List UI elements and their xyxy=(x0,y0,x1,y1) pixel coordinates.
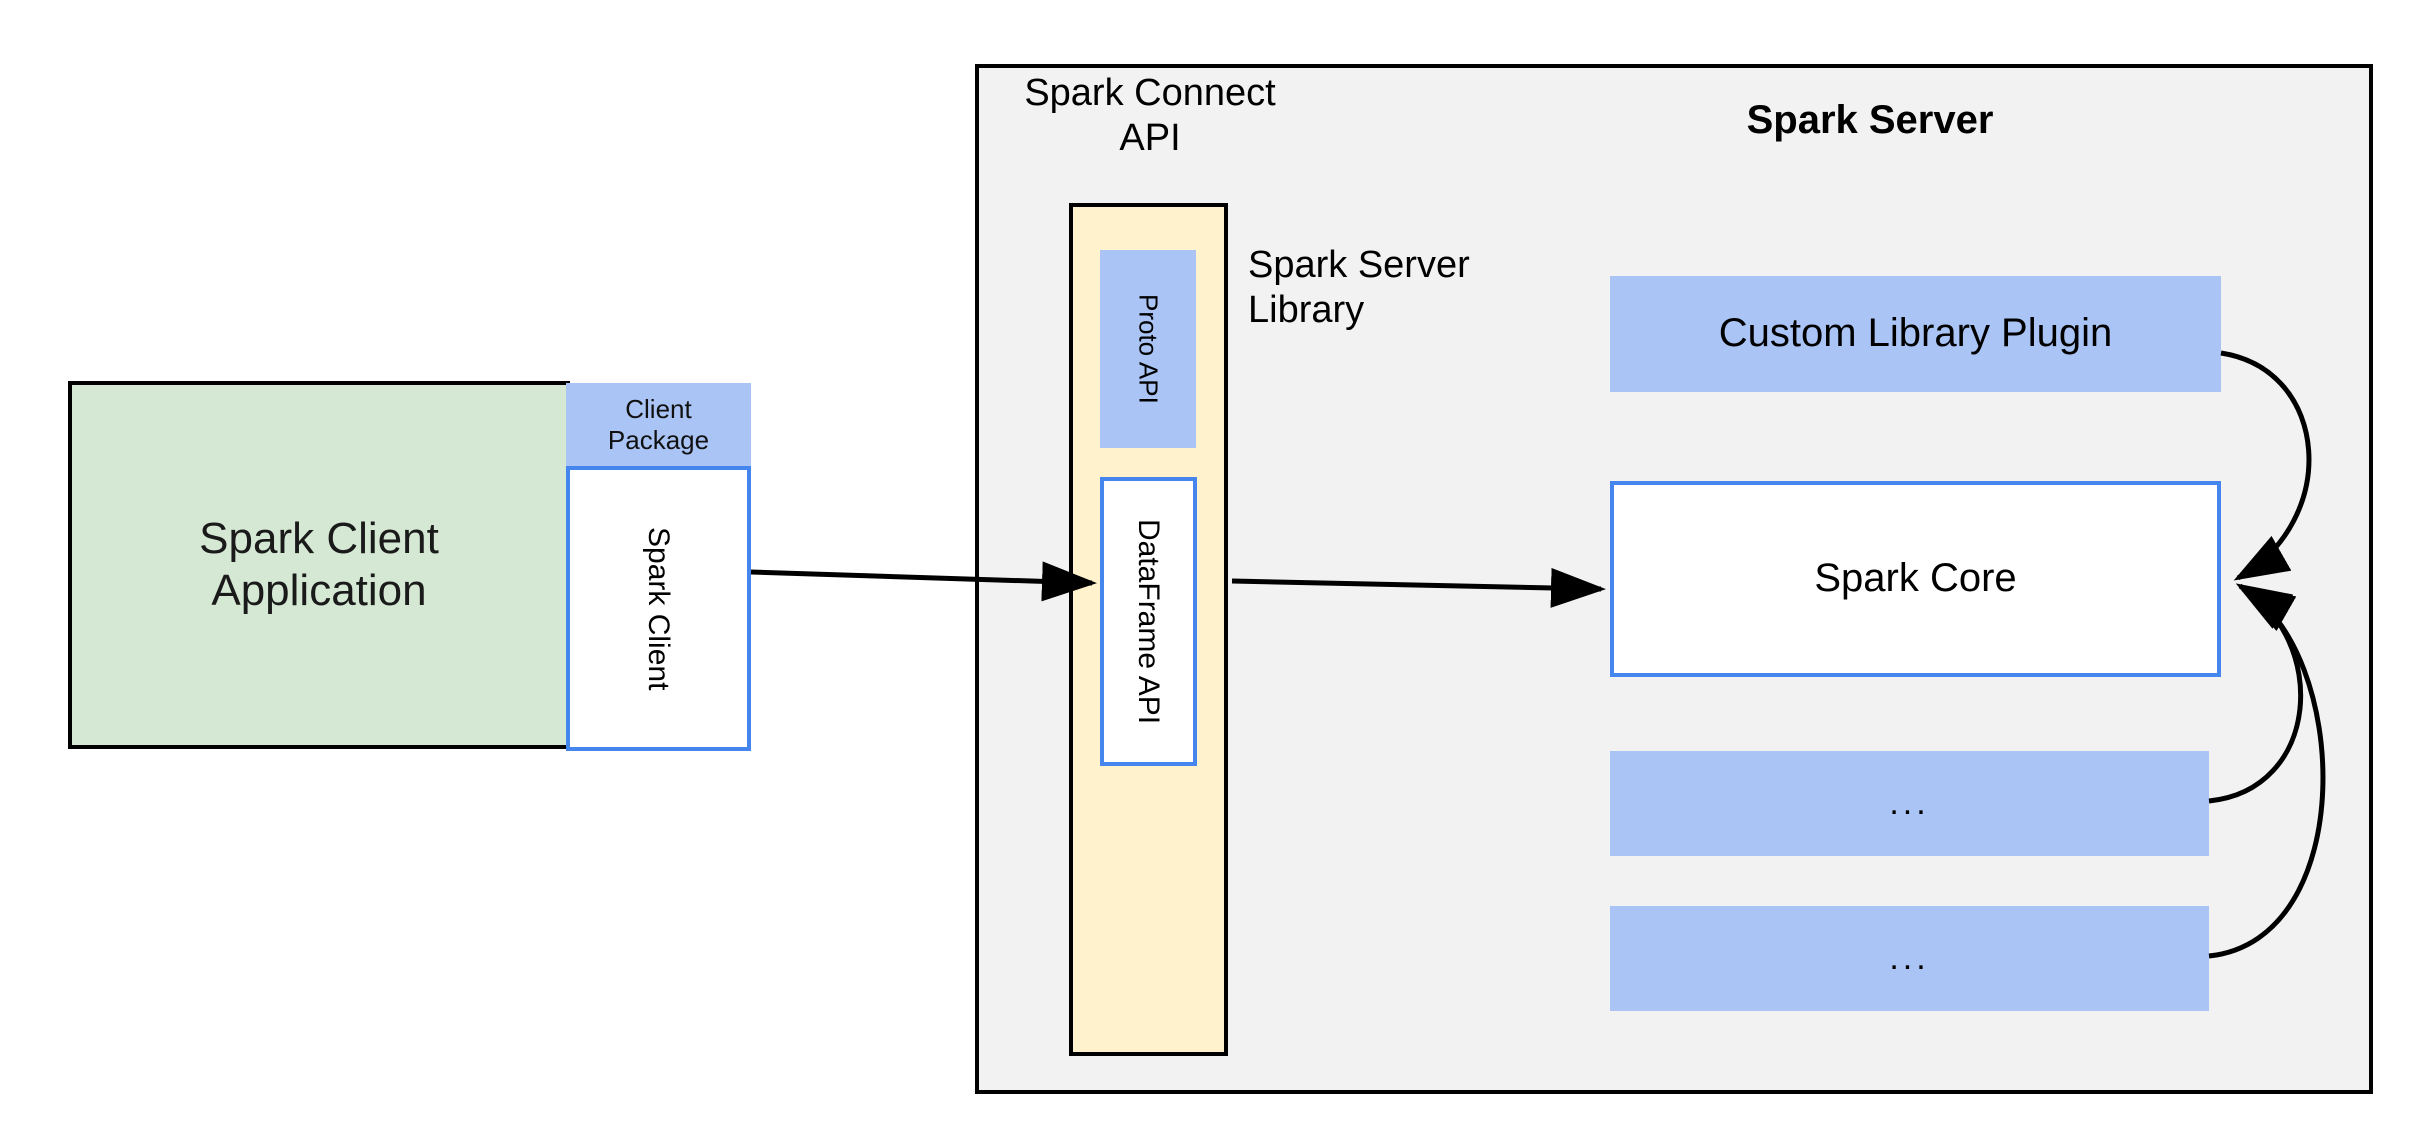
ellipsis-box-2[interactable]: ... xyxy=(1610,906,2209,1011)
spark-server-library-label-line1: Spark Server xyxy=(1248,244,1470,286)
ellipsis-box-1[interactable]: ... xyxy=(1610,751,2209,856)
spark-connect-api-label-line1: Spark Connect xyxy=(1024,72,1276,115)
spark-client-application-label-line1: Spark Client xyxy=(199,514,439,564)
proto-api-box[interactable]: Proto API xyxy=(1100,250,1196,448)
ellipsis-box-2-label: ... xyxy=(1889,939,1930,978)
spark-client-application-label-line2: Application xyxy=(211,566,427,615)
spark-connect-api-label-line2: API xyxy=(1119,117,1181,159)
client-package-label-line2: Package xyxy=(607,424,710,455)
client-package-box[interactable]: Client Package xyxy=(566,383,751,466)
client-package-label: Client Package xyxy=(608,394,709,455)
spark-core-box[interactable]: Spark Core xyxy=(1610,481,2221,677)
proto-api-label: Proto API xyxy=(1133,294,1164,404)
spark-client-application-label: Spark Client Application xyxy=(199,513,439,617)
spark-server-title: Spark Server xyxy=(1746,98,1994,143)
dataframe-api-box[interactable]: DataFrame API xyxy=(1100,477,1197,766)
spark-client-application-box[interactable]: Spark Client Application xyxy=(68,381,570,749)
custom-library-plugin-box[interactable]: Custom Library Plugin xyxy=(1610,276,2221,392)
spark-core-label: Spark Core xyxy=(1814,556,2017,601)
spark-server-library-label-line2: Library xyxy=(1248,288,1365,331)
spark-server-library-label: Spark Server Library xyxy=(1248,243,1578,343)
spark-client-label: Spark Client xyxy=(642,526,676,691)
client-package-label-line1: Client xyxy=(625,393,692,424)
ellipsis-box-1-label: ... xyxy=(1889,784,1930,823)
custom-library-plugin-label: Custom Library Plugin xyxy=(1718,311,2113,356)
dataframe-api-label: DataFrame API xyxy=(1132,518,1166,725)
spark-client-box[interactable]: Spark Client xyxy=(566,466,751,751)
spark-connect-api-label: Spark Connect API xyxy=(1000,68,1300,164)
